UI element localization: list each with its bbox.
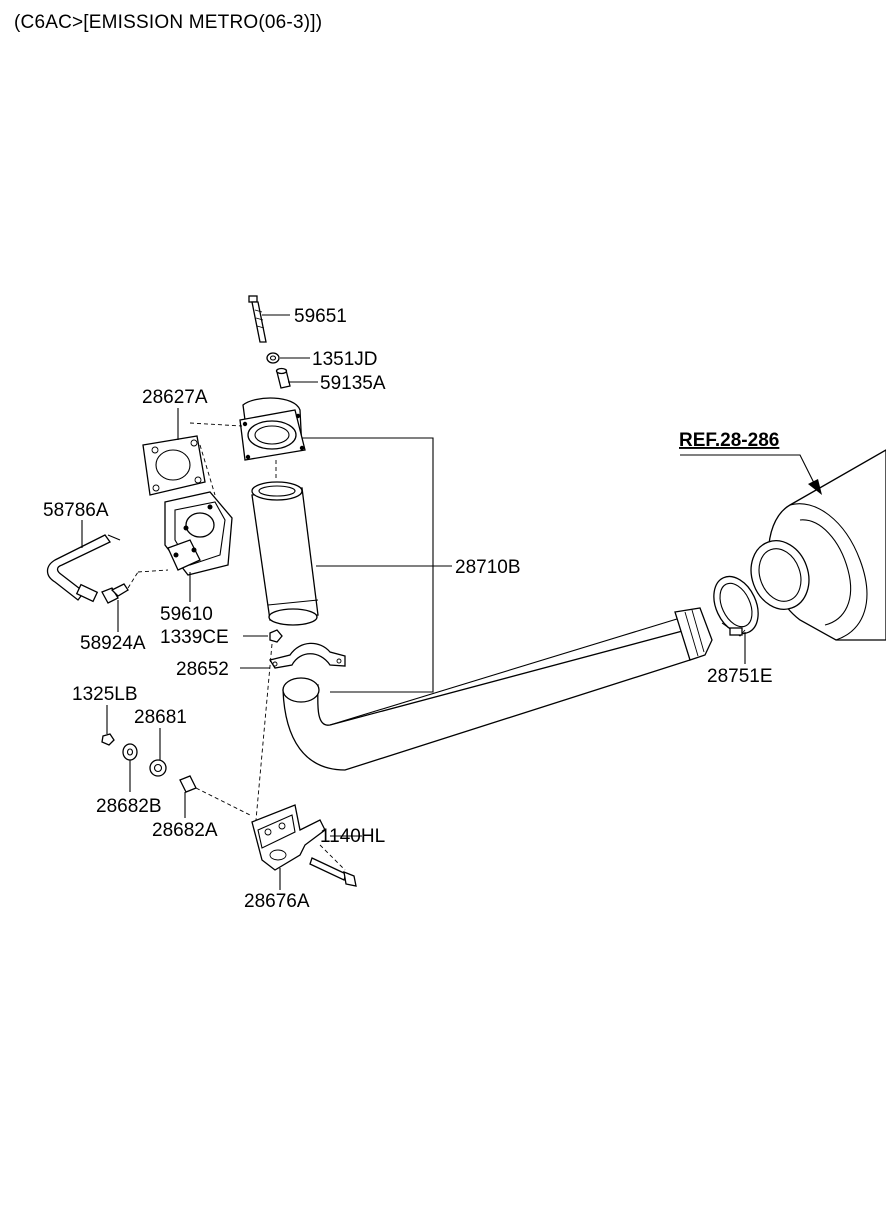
fitting [101,583,129,604]
part-label-1339ce: 1339CE [160,627,229,648]
part-label-58924a: 58924A [80,633,146,654]
reference-label: REF.28-286 [679,430,779,451]
nut-1351jd [266,352,280,364]
bolt-1140hl [309,857,357,887]
hanger-bracket [268,642,346,669]
collar [179,775,197,793]
gasket [142,435,206,496]
part-label-28681: 28681 [134,707,187,728]
page-title: (C6AC>[EMISSION METRO(06-3)]) [14,12,323,33]
part-label-28682a: 28682A [152,820,218,841]
part-label-28676a: 28676A [244,891,310,912]
exhaust-pipe [282,607,713,771]
part-labels: REF.28-286 59651 1351JD 59135A 28627A 58… [43,306,779,912]
part-label-28710b: 28710B [455,557,521,578]
part-label-1140hl: 1140HL [320,826,385,847]
bolt-59651 [248,295,267,343]
nut-1325lb [101,733,115,746]
part-label-28751e: 28751E [707,666,773,687]
part-label-1325lb: 1325LB [72,684,138,705]
muffler [750,449,886,641]
egr-valve [164,491,233,576]
washer [122,743,138,761]
support-bracket [251,804,326,871]
part-label-59610: 59610 [160,604,213,625]
leader-lines [81,314,746,890]
assembly-lines [127,422,346,871]
part-label-28627a: 28627A [142,387,208,408]
part-label-58786a: 58786A [43,500,109,521]
flex-pipe [251,481,319,626]
nut-1339ce [269,629,283,643]
pipe-clamp [713,575,759,637]
part-label-59651: 59651 [294,306,347,327]
part-label-28652: 28652 [176,659,229,680]
part-label-59135a: 59135A [320,373,386,394]
part-label-1351jd: 1351JD [312,349,378,370]
reference-arrow [680,454,822,495]
upper-flange [239,397,306,461]
spacer-59135a [275,367,291,389]
rubber-bushing [149,759,167,777]
hose [46,534,121,603]
part-label-28682b: 28682B [96,796,162,817]
